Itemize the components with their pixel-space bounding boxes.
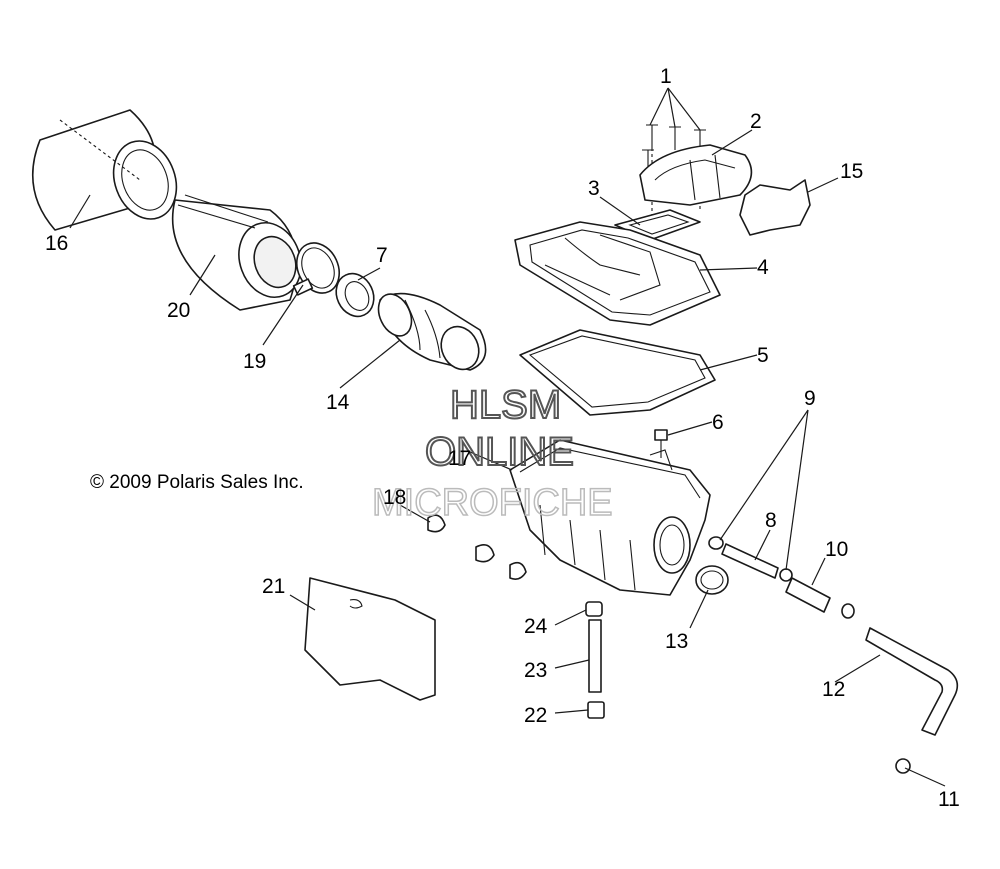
callout-12: 12 [822,678,845,701]
callout-16: 16 [45,232,68,255]
callout-20: 20 [167,299,190,322]
part-15-decal [739,179,811,236]
callout-1: 1 [660,65,672,88]
callout-17: 17 [448,447,471,470]
callout-8: 8 [765,509,777,532]
part-2-cover-duct [639,144,753,206]
watermark-line-3: MICROFICHE [372,482,613,524]
part-11-plug [895,758,911,774]
callout-5: 5 [757,344,769,367]
part-24-cap [585,601,603,617]
callout-11: 11 [938,788,960,811]
part-23-hose [588,619,602,693]
callout-23: 23 [524,659,547,682]
part-19-clamp [292,242,340,296]
callout-13: 13 [665,630,688,653]
part-14-intake-boot [377,292,487,371]
callout-21: 21 [262,575,285,598]
part-16-prefilter [31,109,178,231]
callout-labels: 1 2 3 4 5 6 7 8 9 10 11 12 13 14 15 16 1… [45,65,960,811]
callout-15: 15 [840,160,863,183]
part-4-airbox-lid [514,221,721,326]
callout-19: 19 [243,350,266,373]
watermark-line-1: HLSM [450,383,561,427]
callout-6: 6 [712,411,724,434]
callout-7: 7 [376,244,388,267]
copyright-text: © 2009 Polaris Sales Inc. [90,472,304,493]
part-6-bolt [654,429,668,458]
part-10-valve [785,577,855,619]
callout-9: 9 [804,387,816,410]
callout-18: 18 [383,486,406,509]
callout-22: 22 [524,704,547,727]
part-12-drain-hose [865,627,959,736]
callout-2: 2 [750,110,762,133]
part-13-hose-clamp [695,565,729,595]
callout-3: 3 [588,177,600,200]
callout-24: 24 [524,615,548,638]
part-20-filter [171,194,302,311]
callout-14: 14 [326,391,350,414]
callout-10: 10 [825,538,848,561]
part-21-panel [304,577,436,701]
part-18-clips [427,514,527,580]
part-22-fitting [587,701,605,719]
part-7-ring [335,272,375,318]
part-9-clamps [708,536,793,582]
part-8-tube [721,543,779,579]
watermark: HLSM ONLINE MICROFICHE [371,382,613,525]
part-17-airbox-body [509,439,711,596]
callout-4: 4 [757,256,769,279]
part-5-seal [519,329,716,416]
leader-lines [69,87,946,787]
watermark-line-2: ONLINE [425,430,574,474]
